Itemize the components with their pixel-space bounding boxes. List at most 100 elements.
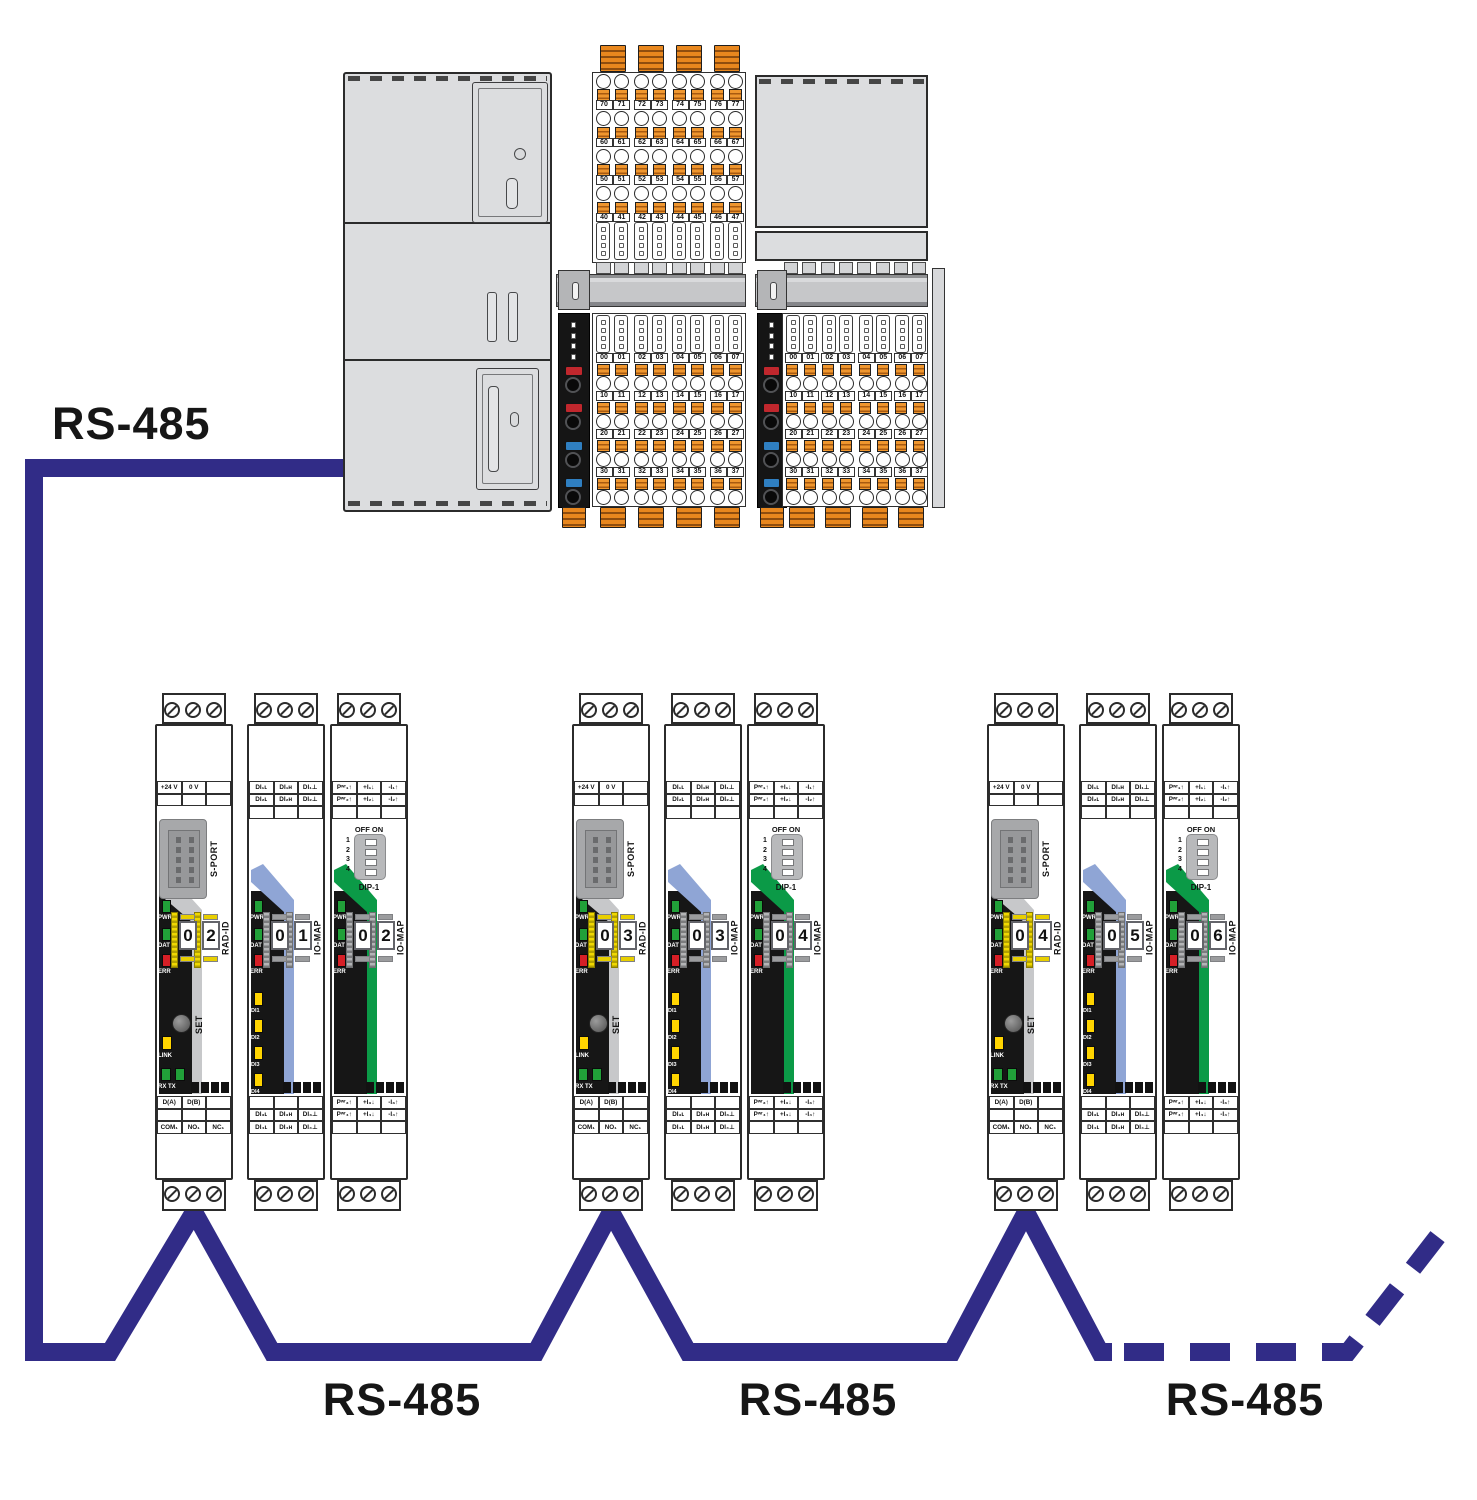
rotary-dial-window: 3 [619, 921, 637, 950]
link-led [162, 1036, 172, 1050]
terminal-hole [786, 490, 801, 505]
terminal-screw [1038, 702, 1054, 718]
wire-clamp [913, 478, 925, 490]
wire-clamp [804, 364, 816, 376]
terminal-number-cell: 01 [802, 353, 819, 363]
terminal-label-cell [773, 806, 798, 819]
rotary-gear [680, 912, 687, 968]
led-hole [639, 235, 644, 240]
terminal-screw [1171, 702, 1187, 718]
terminal-screw [715, 1186, 731, 1202]
wire-clamp [786, 478, 798, 490]
rotary-gear [1178, 912, 1185, 968]
comb-tooth [875, 262, 890, 274]
terminal-hole [912, 452, 927, 467]
terminal-number-cell: 40 [595, 212, 613, 222]
wire-clamp [840, 364, 852, 376]
plug-connector-foot [600, 507, 626, 528]
rxtx-led [1007, 1068, 1017, 1081]
sport-pin [1021, 847, 1026, 853]
terminal-label-cell: DI₄ʜ [690, 1121, 715, 1134]
terminal-label-cell: +I₂↓ [773, 793, 798, 806]
terminal-label-cell: DI₃ʜ [690, 1108, 715, 1121]
terminal-label-cell [749, 1121, 774, 1134]
terminal-number-cell: 14 [858, 391, 875, 401]
led-hole [733, 344, 738, 349]
rotary-flange [689, 956, 704, 962]
led-hole [844, 320, 849, 325]
wire-clamp [786, 440, 798, 452]
terminal-hole [614, 490, 629, 505]
terminal-hole [672, 376, 687, 391]
comb-tooth [784, 262, 798, 274]
rotary-dial-window: 0 [179, 921, 197, 950]
led-label: PWR [333, 915, 347, 921]
led-window [912, 315, 926, 353]
rotary-label: RAD-ID [1052, 921, 1063, 955]
rs485-label-top: RS-485 [52, 398, 211, 449]
terminal-hole [596, 376, 611, 391]
dip-switch-block [354, 834, 386, 880]
led-window [672, 222, 686, 260]
terminal-number-cell: 07 [727, 353, 744, 363]
dip-row-number: 2 [346, 846, 350, 854]
terminal-label-cell [206, 1108, 231, 1121]
terminal-label-cell: +I₄↓ [356, 1108, 381, 1121]
dip-row-number: 1 [763, 837, 767, 844]
terminal-hole [912, 490, 927, 505]
wire-clamp [635, 478, 648, 490]
terminal-hole [690, 73, 705, 89]
terminal-number-cell: 05 [875, 353, 892, 363]
rotary-flange [203, 956, 218, 962]
wire-clamp [635, 364, 648, 376]
led-hole [601, 320, 606, 325]
terminal-number-cell: 77 [727, 100, 744, 110]
terminal-label-cell: Pʷʳ₃↑ [749, 1096, 774, 1109]
comb-tooth [802, 262, 817, 274]
plug-connector-foot [638, 507, 664, 528]
coupler-led [769, 343, 774, 349]
led-hole [733, 320, 738, 325]
led-label: ERR [750, 969, 763, 975]
wire-clamp [804, 478, 816, 490]
terminal-hole [634, 376, 649, 391]
sport-connector [991, 819, 1039, 899]
terminal-number-cell: 43 [651, 212, 668, 222]
terminal-number-cell: 10 [595, 391, 613, 401]
terminal-hole [839, 414, 854, 429]
terminal-label-cell [332, 1121, 357, 1134]
rotary-label: IO-MAP [1227, 920, 1238, 956]
led-hole [900, 336, 905, 341]
terminal-label-cell: NO₁ [598, 1121, 623, 1134]
rotary-flange [712, 956, 727, 962]
terminal-hole [803, 414, 818, 429]
terminal-label-cell: D(B) [1013, 1096, 1038, 1109]
terminal-hole [634, 452, 649, 467]
plug-connector-foot [714, 45, 740, 72]
led-hole [619, 227, 624, 232]
plug-connector-foot [676, 507, 702, 528]
dip-row-number: 3 [346, 856, 350, 863]
sport-label: S-PORT [209, 840, 219, 878]
link-led [994, 1036, 1004, 1050]
led-window [652, 222, 666, 260]
dip-row-number: 4 [1178, 865, 1182, 873]
rotary-label: IO-MAP [395, 920, 406, 956]
wire-clamp [653, 364, 666, 376]
terminal-number-cell: 01 [613, 353, 630, 363]
channel-led [1086, 992, 1095, 1006]
sport-pin [593, 837, 598, 843]
terminal-label-cell [1038, 1108, 1063, 1121]
led-hole [601, 227, 606, 232]
rotary-flange [355, 956, 370, 962]
terminal-number-cell: 46 [709, 212, 727, 222]
terminal-label-cell [773, 1121, 798, 1134]
led-hole [657, 344, 662, 349]
terminal-hole [728, 73, 743, 89]
rs485-bus-dashed [1124, 1212, 1460, 1361]
terminal-label-cell: DI₁ʟ [1081, 781, 1106, 794]
led-label: DAT [1082, 943, 1094, 949]
indicator-square [1125, 1082, 1133, 1093]
comb-tooth [857, 262, 872, 274]
